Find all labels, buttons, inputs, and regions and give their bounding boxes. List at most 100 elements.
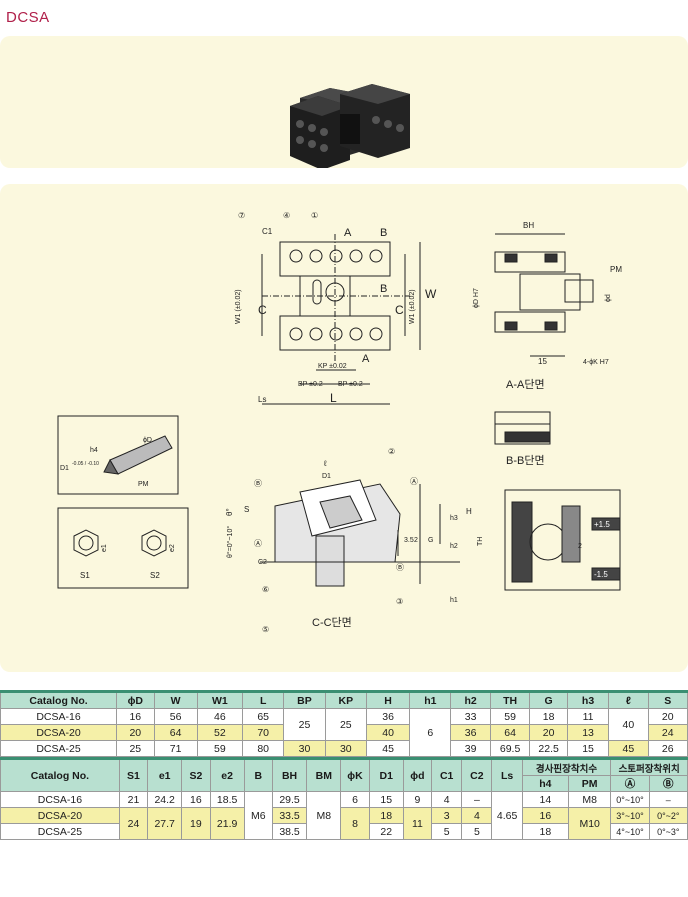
- label-th: TH: [477, 537, 484, 546]
- technical-drawing-panel: ⑦ ④ ① C1 A B B C C W A KP ±0.02 BP ±0.2 …: [0, 184, 688, 672]
- label-d1-tol: -0.05 / -0.10: [72, 461, 99, 467]
- table-cell: 15: [368, 791, 404, 808]
- callout-a-right: Ⓐ: [410, 477, 418, 486]
- label-a-top: A: [344, 227, 352, 239]
- table-header: W: [153, 690, 198, 709]
- table-cell: 40: [365, 724, 411, 741]
- table-cell: 0°~2°: [648, 807, 688, 824]
- table-cell: 18: [368, 807, 404, 824]
- label-minus-15: -1.5: [594, 570, 608, 579]
- label-pm: PM: [610, 265, 622, 274]
- label-g: G: [428, 537, 433, 544]
- table-cell: 4°~10°: [610, 823, 650, 840]
- table-cell: 56: [153, 708, 198, 725]
- table-header: L: [242, 690, 285, 709]
- table-cell: 4: [431, 791, 463, 808]
- label-phid-small: ϕd: [605, 294, 612, 302]
- table-cell: 52: [196, 724, 244, 741]
- table-cell: 38.5: [271, 823, 308, 840]
- top-view-labels: ⑦ ④ ① C1 A B B C C W A KP ±0.02 BP ±0.2 …: [235, 211, 437, 405]
- product-photo-panel: [0, 36, 688, 170]
- label-bp-1: BP ±0.2: [298, 381, 323, 388]
- label-2: 2: [414, 537, 418, 544]
- label-section-aa: A-A단면: [506, 378, 545, 391]
- table-cell: 6: [340, 791, 370, 808]
- label-c-left: C: [258, 303, 267, 317]
- table-header: h1: [409, 690, 452, 709]
- table-cell: M8: [568, 791, 612, 808]
- table-cell: 46: [196, 708, 244, 725]
- technical-drawing: ⑦ ④ ① C1 A B B C C W A KP ±0.02 BP ±0.2 …: [57, 211, 622, 634]
- table-cell: 3°~10°: [610, 807, 650, 824]
- table-cell: 11: [566, 708, 610, 725]
- table-cell: DCSA-25: [0, 740, 118, 757]
- table-cell: M8: [306, 791, 342, 840]
- table-cell: 64: [489, 724, 531, 741]
- callout-b-right: Ⓑ: [396, 563, 404, 572]
- table-cell: 25: [116, 740, 155, 757]
- table-cell: 11: [402, 807, 433, 840]
- label-c-right: C: [395, 303, 404, 317]
- label-kp: KP ±0.02: [318, 363, 347, 370]
- table-header: KP: [324, 690, 367, 709]
- table-cell: 21: [118, 791, 149, 808]
- table-cell: –: [461, 791, 493, 808]
- table-header: BH: [271, 757, 308, 792]
- table-header: Catalog No.: [0, 690, 118, 709]
- label-bp-2: BP ±0.2: [338, 381, 363, 388]
- table-header: Ls: [491, 757, 523, 792]
- table-cell: 24: [647, 724, 688, 741]
- label-theta: θ°=0°~10°: [226, 526, 234, 558]
- label-d1-cc: D1: [322, 473, 331, 480]
- table-cell: 69.5: [489, 740, 531, 757]
- label-35: 3.5: [404, 537, 414, 544]
- table-cell: M10: [568, 807, 612, 840]
- table-cell: 39: [450, 740, 491, 757]
- callout-1: ①: [311, 211, 318, 220]
- table-cell: 20: [116, 724, 155, 741]
- table-cell: 0°~10°: [610, 791, 650, 808]
- table-cell: 36: [450, 724, 491, 741]
- table-cell: 15: [566, 740, 610, 757]
- callout-3: ③: [396, 597, 403, 606]
- table-cell: 16: [521, 807, 570, 824]
- table-cell: M6: [243, 791, 273, 840]
- label-theta-2: θ°: [225, 508, 234, 516]
- table-cell: 5: [431, 823, 463, 840]
- callout-2: ②: [388, 447, 395, 456]
- table-header: h3: [566, 690, 610, 709]
- table-header: ϕK: [340, 757, 370, 792]
- label-phid-pin: ϕD: [143, 437, 152, 444]
- table-header: S2: [181, 757, 211, 792]
- stroke-detail-view: [504, 489, 621, 591]
- table-header: 스토퍼장착위치: [610, 757, 688, 776]
- table-cell: 4: [461, 807, 493, 824]
- label-s2: S2: [150, 571, 160, 580]
- top-view: [261, 234, 421, 405]
- table-row: DCSA-16 16 56 46 65 25 25 36 6 33 59 18 …: [0, 708, 688, 757]
- table-cell: DCSA-20: [0, 724, 118, 741]
- table-header: D1: [368, 757, 404, 792]
- table-row: DCSA-25 38.5 22 5 5 18 4°~10° 0°~3°: [0, 823, 688, 840]
- label-2-detail: 2: [578, 543, 582, 550]
- table-header: e2: [209, 757, 245, 792]
- pin-detail-view: [57, 415, 179, 495]
- callout-a-left: Ⓐ: [254, 539, 262, 548]
- table-header: e1: [147, 757, 183, 792]
- table-header: ϕd: [402, 757, 433, 792]
- table-cell: 3: [431, 807, 463, 824]
- table-cell: 36: [365, 708, 411, 725]
- label-l: L: [330, 391, 337, 405]
- table-cell: 9: [402, 791, 433, 808]
- table-row: DCSA-25 25 71 59 80 30 30 45 39 69.5 22.…: [0, 740, 688, 757]
- table-row: DCSA-16 21 24.2 16 18.5 M6 29.5 M8 6 15 …: [0, 791, 688, 840]
- table-cell: DCSA-25: [0, 823, 120, 840]
- table-cell: 16: [116, 708, 155, 725]
- table-header: ℓ: [608, 690, 649, 709]
- table-cell: 22: [368, 823, 404, 840]
- table-cell: 22.5: [529, 740, 568, 757]
- table-cell: 21.9: [209, 807, 245, 840]
- table-header: W1: [196, 690, 244, 709]
- table-cell: 18: [529, 708, 568, 725]
- table-cell: 26: [647, 740, 688, 757]
